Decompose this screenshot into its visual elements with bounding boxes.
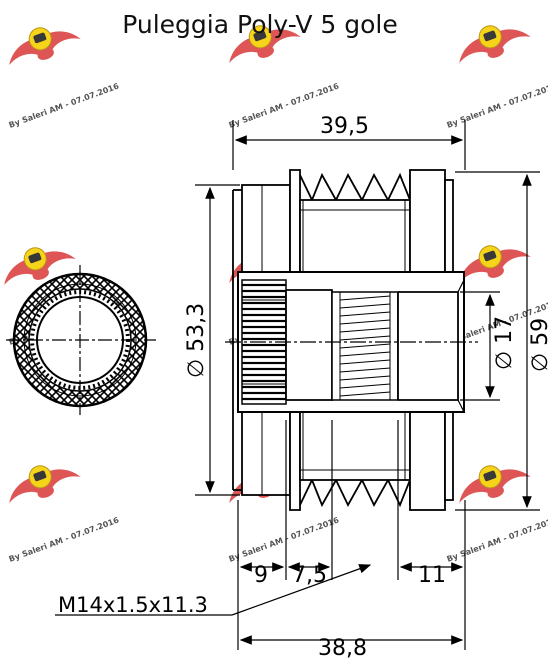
- end-view: [6, 265, 156, 415]
- dim-left-section: 9: [254, 563, 268, 588]
- dim-middle-section: 7,5: [292, 563, 327, 588]
- dimension-lines: [55, 120, 540, 650]
- watermark-text: By Saleri AM - 07.07.2016: [228, 515, 341, 563]
- dimension-labels: 39,5 ∅ 53,3 ∅ 59 ∅ 17 9 7,5 11 M14x1.5x1…: [58, 114, 548, 661]
- side-view: [225, 169, 478, 511]
- watermark-logo-icon: [0, 453, 84, 511]
- watermark-logo-icon: [450, 453, 534, 511]
- watermark-text: By Saleri AM - 07.07.2016: [446, 81, 548, 129]
- dim-overall-width: 39,5: [320, 114, 369, 139]
- dim-body-width: 38,8: [318, 636, 367, 661]
- dim-thread: M14x1.5x11.3: [58, 593, 208, 617]
- dim-bore-diameter: ∅ 17: [492, 316, 517, 370]
- dim-right-section: 11: [418, 563, 446, 588]
- dim-groove-diameter: ∅ 53,3: [184, 303, 209, 378]
- watermark-text: By Saleri AM - 07.07.2016: [446, 515, 548, 563]
- dim-outer-diameter: ∅ 59: [528, 318, 548, 372]
- page-title: Puleggia Poly-V 5 gole: [122, 10, 398, 39]
- watermark-text: By Saleri AM - 07.07.2016: [8, 81, 121, 129]
- watermark-text: By Saleri AM - 07.07.2016: [8, 515, 121, 563]
